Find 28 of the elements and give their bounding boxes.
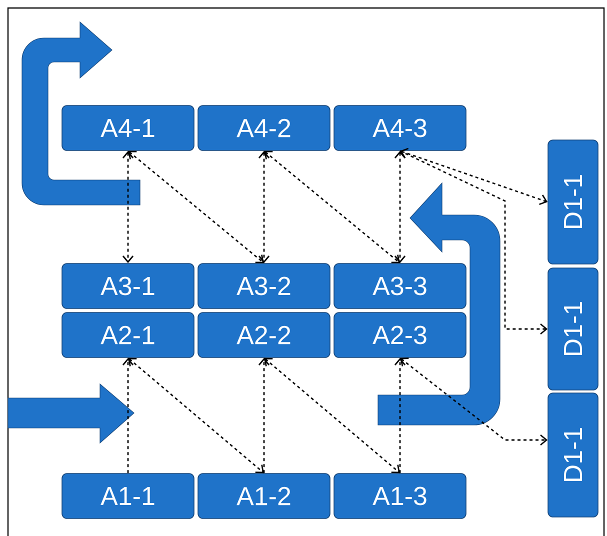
dashed-arrow — [400, 148, 548, 206]
process-box: D1-1 — [548, 140, 598, 264]
dashed-arrow — [400, 358, 548, 446]
process-box: A1-1 — [62, 473, 194, 519]
dashed-arrow — [128, 358, 264, 474]
process-box: A1-3 — [334, 473, 466, 519]
process-box: A2-1 — [62, 312, 194, 358]
dashed-arrow — [394, 150, 406, 264]
dashed-arrow — [128, 150, 264, 264]
process-box: A4-1 — [62, 105, 194, 151]
dashed-arrow — [264, 150, 400, 264]
dashed-arrow — [400, 150, 548, 335]
process-box: A4-3 — [334, 105, 466, 151]
process-box: D1-1 — [548, 392, 598, 518]
process-box: A4-2 — [198, 105, 330, 151]
dashed-arrow — [258, 358, 270, 474]
dashed-arrow — [264, 358, 400, 474]
dashed-arrow — [122, 358, 134, 474]
process-box: D1-1 — [548, 268, 598, 390]
dashed-arrow — [258, 150, 270, 264]
process-box: A2-2 — [198, 312, 330, 358]
process-box: A3-2 — [198, 263, 330, 309]
process-box: A3-1 — [62, 263, 194, 309]
process-box: A1-2 — [198, 473, 330, 519]
process-box: A3-3 — [334, 263, 466, 309]
dashed-arrow — [394, 358, 406, 474]
dashed-arrow — [122, 150, 134, 264]
process-box: A2-3 — [334, 312, 466, 358]
